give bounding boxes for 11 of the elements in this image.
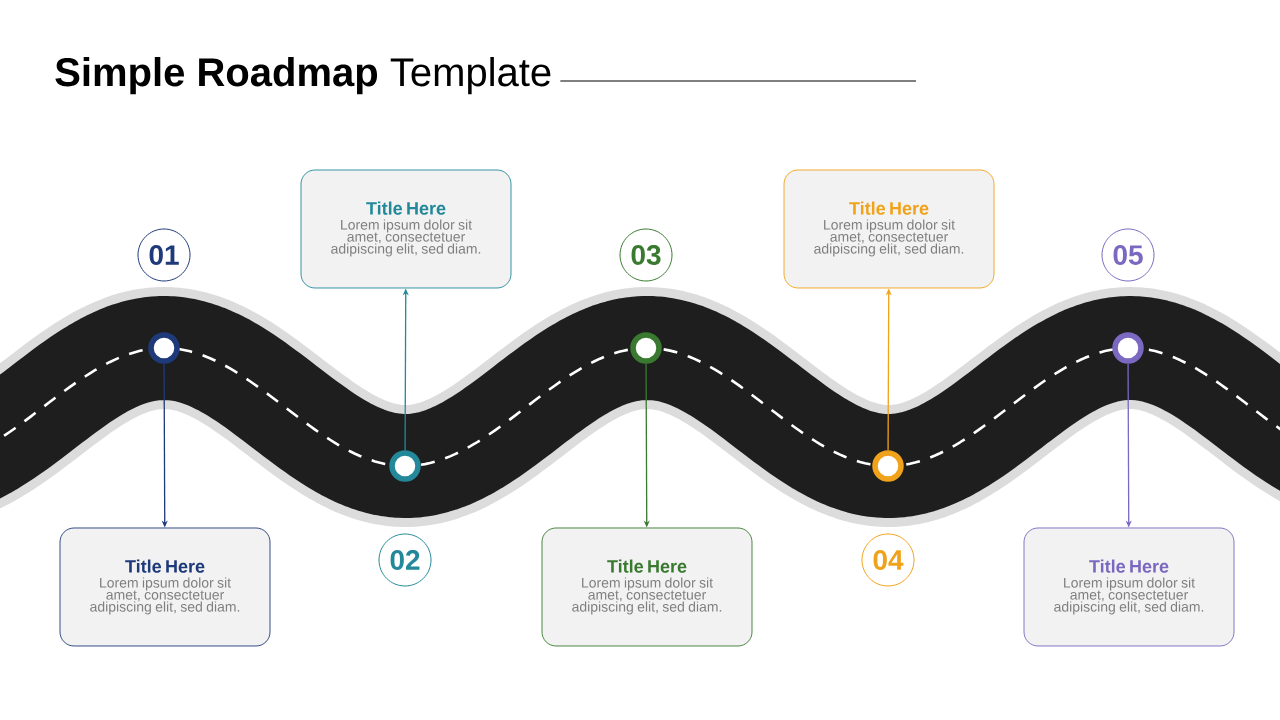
text-box: Title Here Lorem ipsum dolor sit amet, consectetuer adipiscing elit, sed diam.	[300, 169, 512, 289]
title: Simple Roadmap Template	[55, 57, 551, 95]
milestone-pin	[389, 450, 421, 482]
milestone-pin	[630, 332, 662, 364]
text-box: Title Here Lorem ipsum dolor sit amet, consectetuer adipiscing elit, sed diam.	[1023, 527, 1235, 647]
milestone-pin	[148, 332, 180, 364]
milestone-pin	[1112, 332, 1144, 364]
milestone-pin	[872, 450, 904, 482]
text-box: Title Here Lorem ipsum dolor sit amet, consectetuer adipiscing elit, sed diam.	[541, 527, 753, 647]
text-box: Title Here Lorem ipsum dolor sit amet, consectetuer adipiscing elit, sed diam.	[783, 169, 995, 289]
text-box: Title Here Lorem ipsum dolor sit amet, consectetuer adipiscing elit, sed diam.	[59, 527, 271, 647]
